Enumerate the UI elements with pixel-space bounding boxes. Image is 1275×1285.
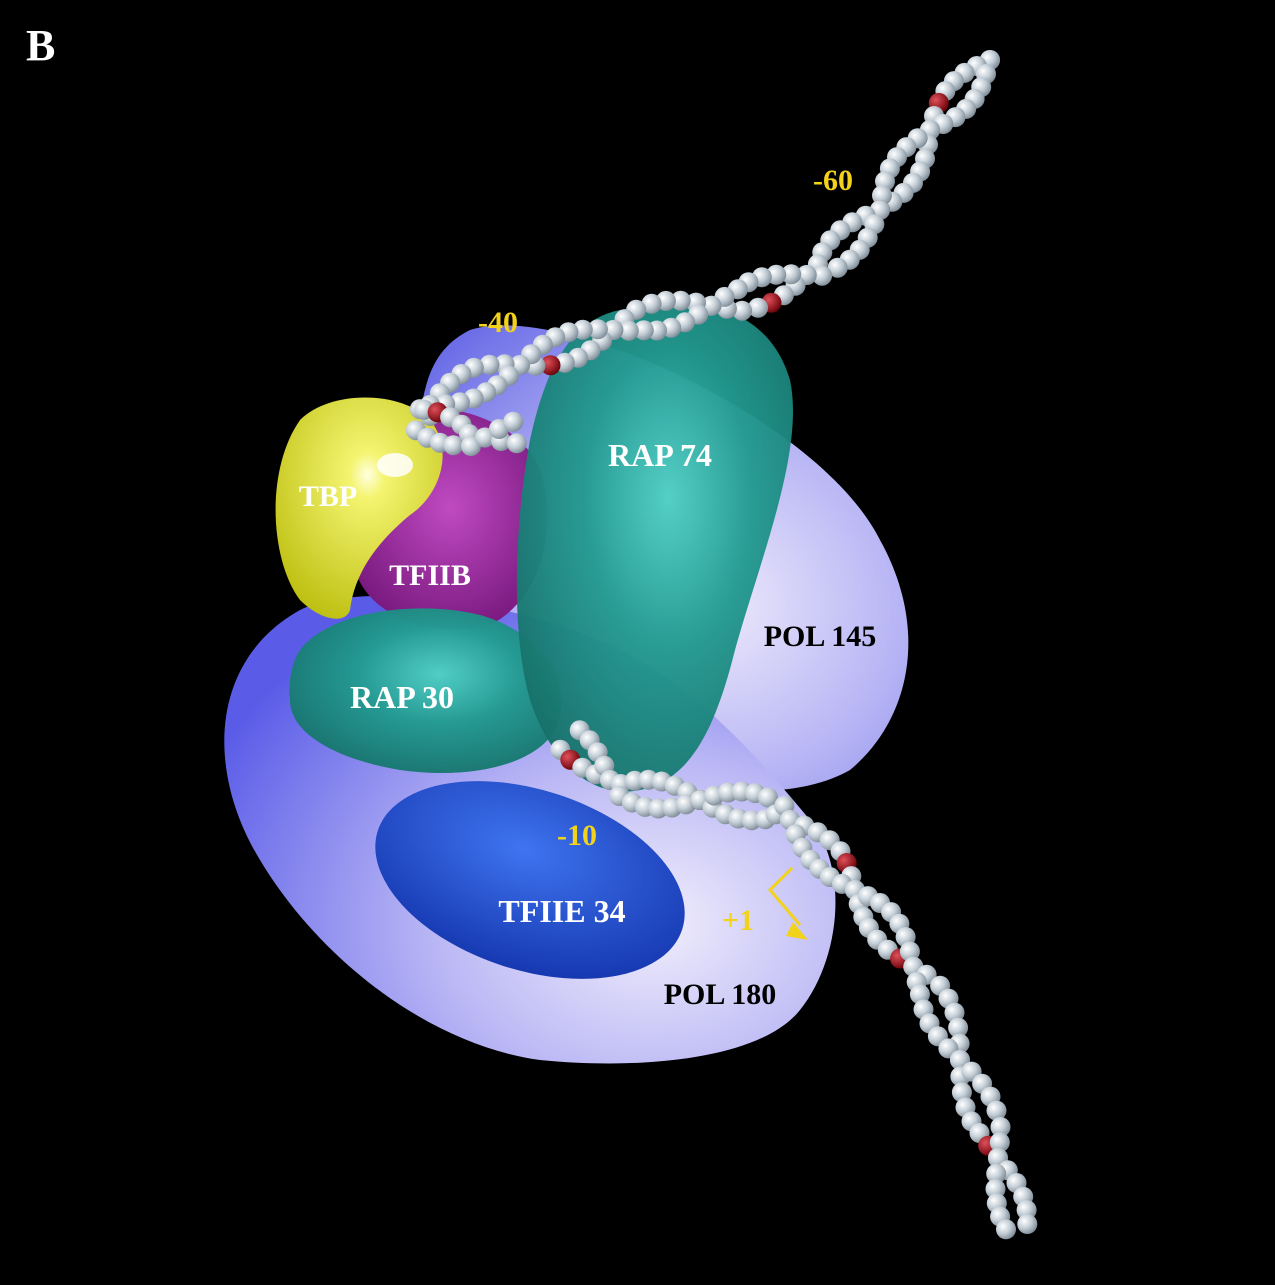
tfiie34-subunit <box>375 781 685 979</box>
dna-bead <box>758 787 778 808</box>
pol145-label: POL 145 <box>764 620 877 653</box>
dna-bead <box>996 1219 1016 1240</box>
dna-bead <box>781 264 802 285</box>
dna-bead <box>748 297 769 318</box>
dna-bead <box>449 392 470 413</box>
position-plus1-label: +1 <box>722 904 754 937</box>
dna-bead <box>948 1017 969 1038</box>
dna-bead <box>872 185 892 206</box>
rap74-subunit <box>516 302 793 792</box>
dna-bead <box>670 290 691 311</box>
rap74-label: RAP 74 <box>608 437 712 473</box>
dna-bead <box>944 1002 965 1023</box>
dna-marked-bead <box>540 355 561 376</box>
dna-bead <box>909 984 930 1005</box>
panel-label: B <box>26 21 55 70</box>
dna-bead <box>503 411 524 432</box>
position-minus10-label: -10 <box>557 819 597 852</box>
dna-bead <box>899 941 920 962</box>
dna-bead <box>985 1179 1006 1199</box>
tfiie34-label: TFIIE 34 <box>498 893 625 929</box>
dna-bead <box>827 257 848 278</box>
position-minus40-label: -40 <box>478 306 518 339</box>
dna-double-helix <box>405 50 1038 1240</box>
tfiib-label: TFIIB <box>389 559 471 592</box>
rap30-label: RAP 30 <box>350 679 454 715</box>
dna-bead <box>633 320 654 341</box>
position-minus60-label: -60 <box>813 164 853 197</box>
dna-bead <box>443 435 464 456</box>
dna-bead <box>587 319 608 340</box>
dna-bead <box>1017 1214 1038 1234</box>
dna-bead <box>986 1100 1007 1121</box>
tbp-label: TBP <box>299 480 357 513</box>
dna-bead <box>732 300 753 321</box>
dna-bead <box>812 265 833 286</box>
tbp-factor <box>275 397 443 619</box>
dna-bead <box>989 1132 1010 1153</box>
dna-bead <box>641 293 662 314</box>
transcription-start-arrow-icon <box>767 866 808 940</box>
rap30-subunit <box>289 608 562 774</box>
dna-bead <box>986 1163 1007 1184</box>
dna-bead <box>506 433 527 454</box>
dna-bead <box>479 354 500 375</box>
pol180-label: POL 180 <box>664 978 777 1011</box>
tbp-highlight <box>377 453 413 477</box>
dna-bead <box>990 1117 1011 1137</box>
dna-bead <box>951 1082 972 1103</box>
dna-bead <box>618 320 639 341</box>
